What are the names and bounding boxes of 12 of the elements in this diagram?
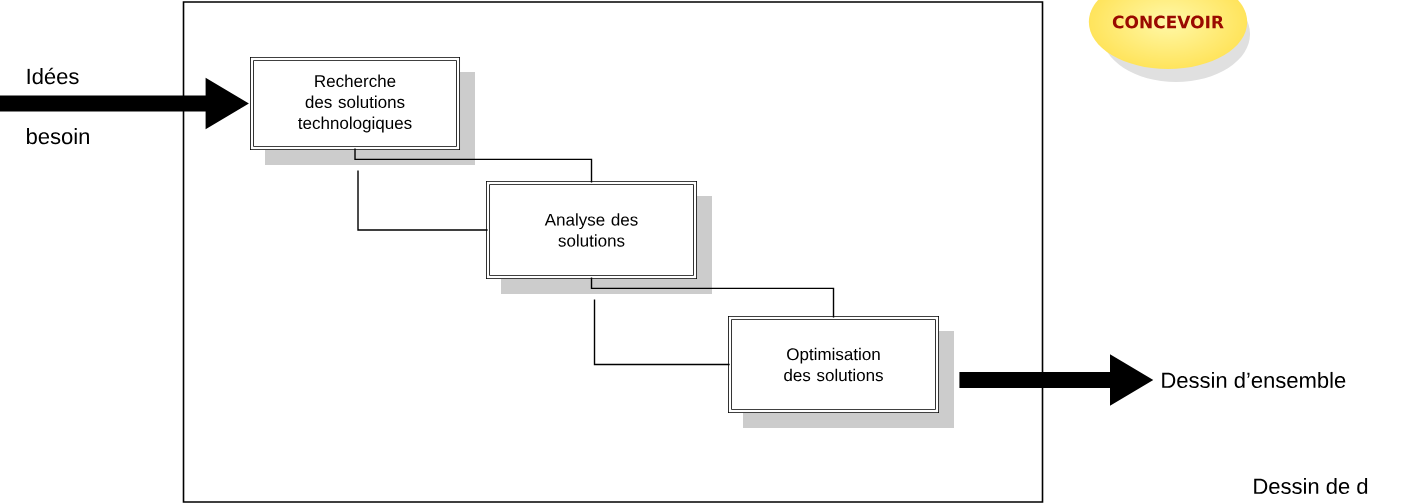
title-oval: CONCEVOIR [1088, 0, 1250, 82]
connector-line [354, 147, 593, 184]
connector-line [593, 298, 731, 366]
frame-box [182, 1, 1044, 503]
input-label: Idées besoin [27, 67, 89, 145]
process-box: Recherche des solutions technologiques [250, 57, 475, 165]
output-label: Dessin d’ensemble [1162, 371, 1346, 389]
connector-line [590, 276, 835, 319]
cut-off-label: Dessin de d [1254, 477, 1368, 495]
process-box: Analyse des solutions [486, 181, 712, 294]
connector-line [357, 169, 489, 231]
process-box: Optimisation des solutions [728, 316, 954, 428]
